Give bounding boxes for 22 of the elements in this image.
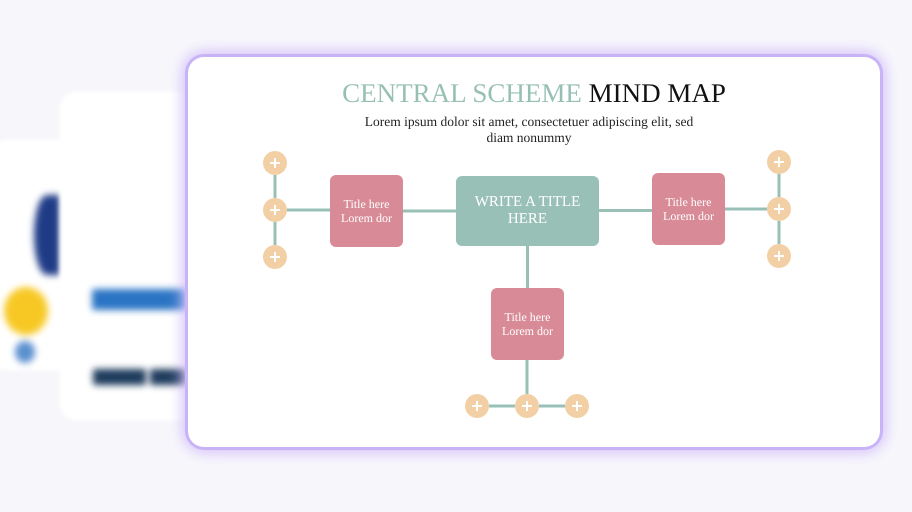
central-topic-box [456, 176, 599, 246]
subtitle: Lorem ipsum dolor sit amet, consectetuer adipiscing elit, sed diam nonummy [364, 114, 694, 146]
connector-line [274, 222, 276, 245]
connector-line [489, 404, 515, 408]
connector-line [274, 175, 276, 198]
connector-line [778, 221, 780, 244]
title: CENTRAL SCHEME MIND MAP [341, 78, 727, 109]
connector-line [526, 246, 529, 288]
connector-line [725, 208, 767, 210]
connector-line [599, 209, 652, 212]
connector-line [287, 208, 330, 212]
node-text: Title here Lorem dor [662, 195, 715, 223]
connector-line [526, 360, 528, 394]
connector-line [539, 404, 565, 408]
subtopic-box [330, 175, 403, 247]
connector-line [778, 174, 780, 197]
subtopic-box [652, 173, 725, 245]
connector-line [403, 210, 456, 212]
node-text: Title here Lorem dor [340, 197, 393, 225]
node-text: WRITE A TITLE HERE [474, 194, 582, 228]
node-text: Title here Lorem dor [501, 310, 554, 338]
subtopic-box [491, 288, 564, 360]
